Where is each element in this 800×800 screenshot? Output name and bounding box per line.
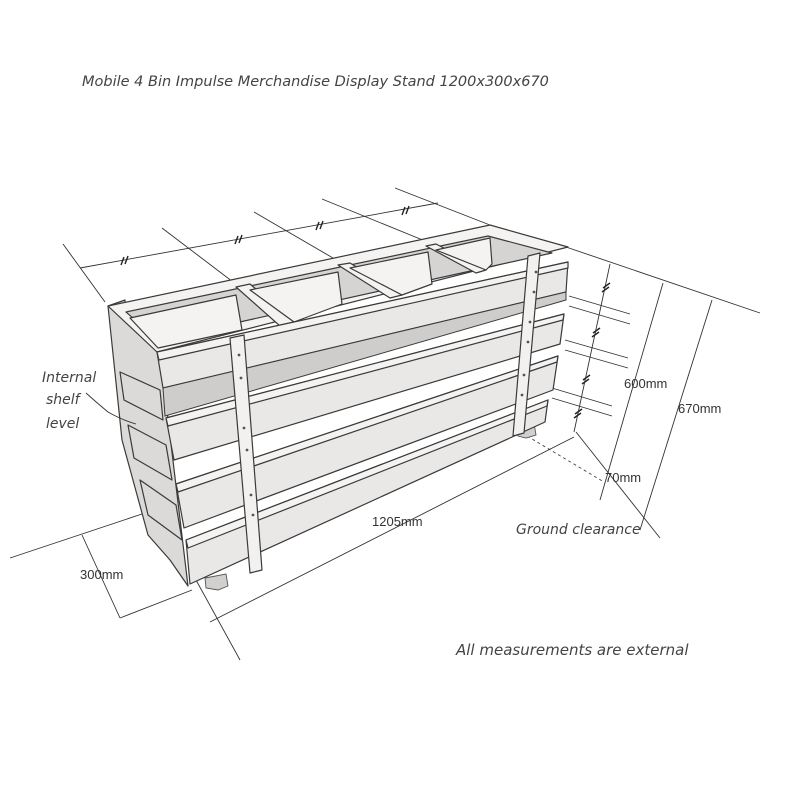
bottom-dimension-lines [9, 436, 575, 661]
left-strap [229, 334, 263, 574]
tick-marks [120, 205, 410, 266]
measurements-note: All measurements are external [455, 641, 689, 659]
internal-shelf-label-1: Internal [42, 370, 96, 386]
clearance-label: 70mm [605, 470, 641, 485]
internal-shelf-label-2: shelf [46, 392, 82, 408]
ground-clearance-label: Ground clearance [516, 522, 641, 538]
right-strap [512, 252, 541, 437]
top-dimension-line [62, 187, 496, 303]
strap-screws [237, 270, 538, 517]
internal-shelf-label-3: level [46, 416, 79, 432]
length-label: 1205mm [372, 514, 423, 529]
height-dimension-lines [521, 246, 761, 539]
inner-height-label: 600mm [624, 376, 667, 391]
total-height-label: 670mm [678, 401, 721, 416]
display-stand [107, 224, 569, 591]
diagram-title: Mobile 4 Bin Impulse Merchandise Display… [82, 74, 549, 90]
depth-label: 300mm [80, 567, 123, 582]
shelf-pointer-line [85, 392, 137, 425]
